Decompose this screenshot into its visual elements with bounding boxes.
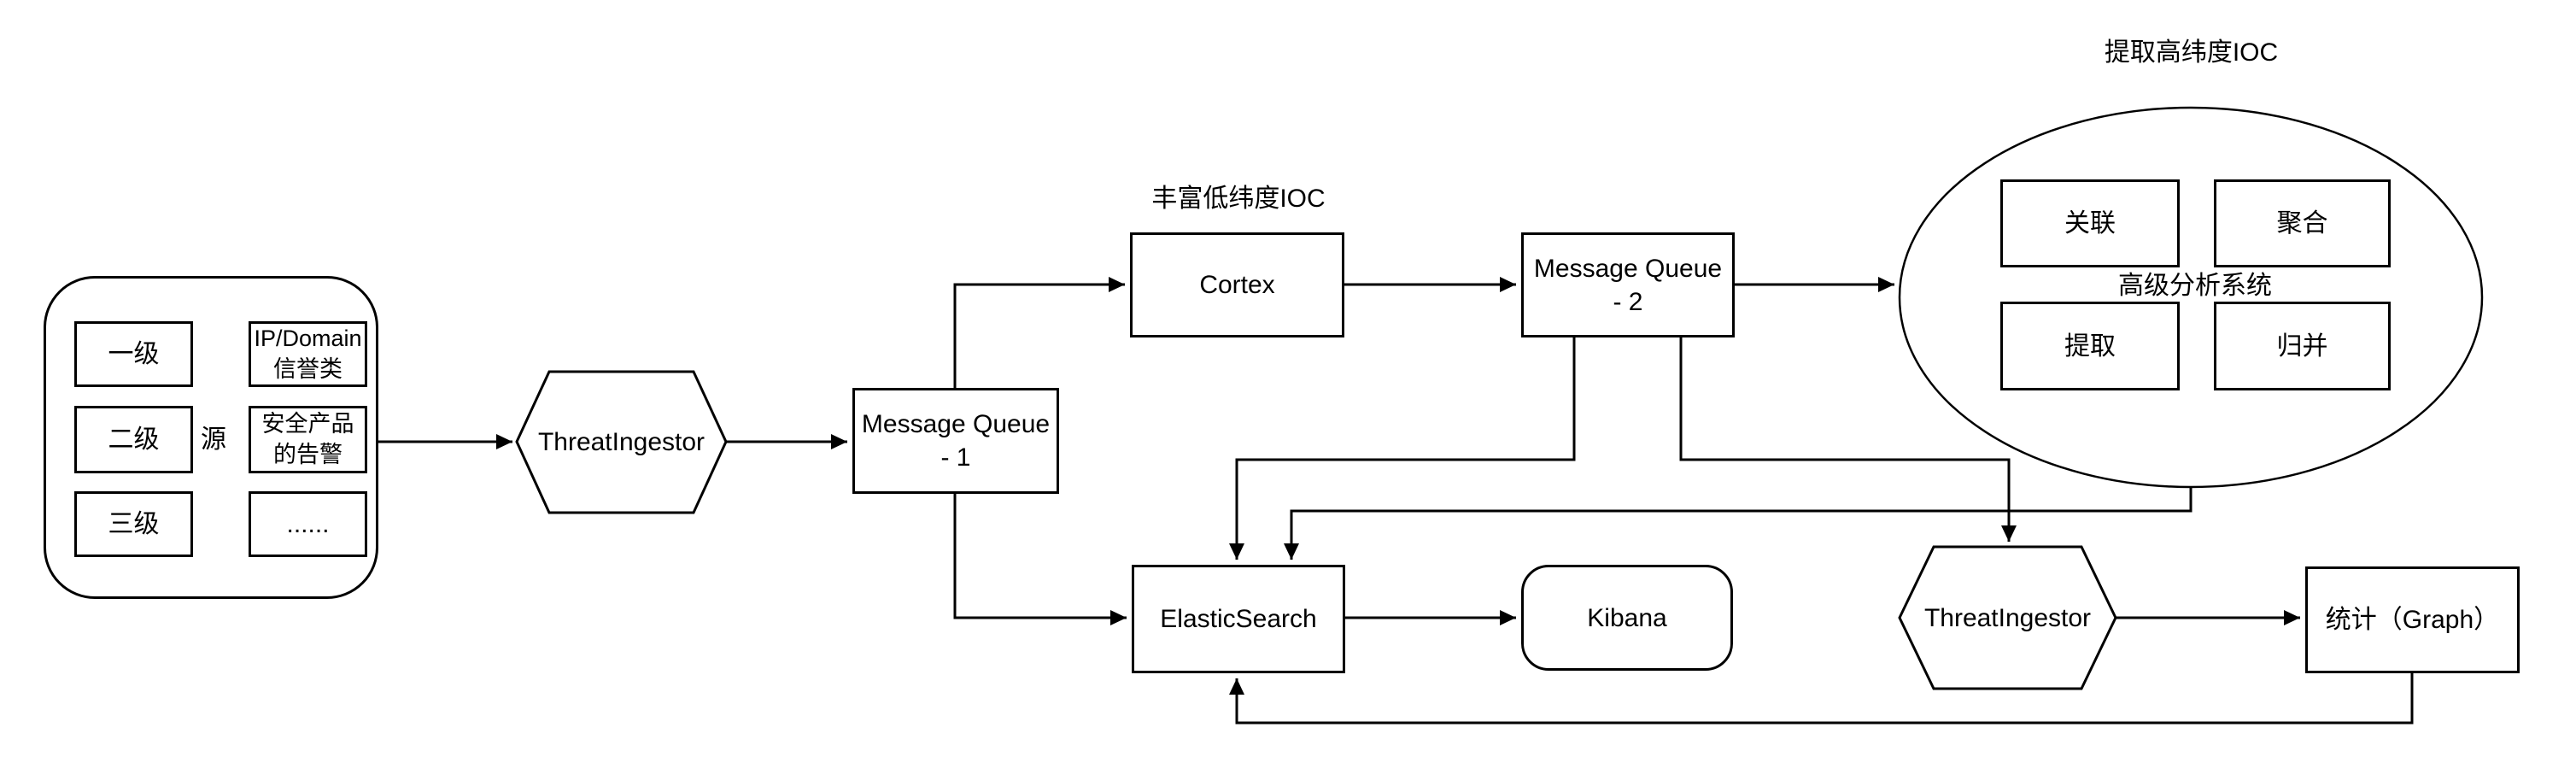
- edge-cluster-to-elasticsearch: [1284, 487, 2193, 560]
- message-queue-2-box: Message Queue - 2: [1521, 232, 1735, 337]
- analysis-system-label: 高级分析系统: [2118, 271, 2272, 300]
- message-queue-1-box: Message Queue - 1: [852, 388, 1059, 494]
- source-level-1-box: 一级: [74, 321, 193, 387]
- cluster-extract-box: 提取: [2000, 302, 2180, 390]
- source-level-3-box: 三级: [74, 491, 193, 557]
- elasticsearch-box: ElasticSearch: [1132, 565, 1345, 673]
- source-type-ip-domain-box: IP/Domain 信誉类: [249, 321, 367, 387]
- cluster-merge-box: 归并: [2214, 302, 2391, 390]
- threat-ingestor-2-label: ThreatIngestor: [1923, 603, 2092, 632]
- source-type-ellipsis-box: ......: [249, 491, 367, 557]
- edge-mq2-to-ingestor2: [1679, 337, 2017, 542]
- source-type-security-alert-box: 安全产品 的告警: [249, 406, 367, 473]
- source-level-2-box: 二级: [74, 406, 193, 473]
- edge-stats-feedback-to-elasticsearch: [1229, 673, 2414, 725]
- stats-graph-box: 统计（Graph）: [2305, 566, 2520, 673]
- enrich-low-ioc-label: 丰富低纬度IOC: [1151, 184, 1326, 213]
- source-group-container: 一级 二级 三级 源 IP/Domain 信誉类 安全产品 的告警 ......: [44, 276, 378, 599]
- extract-high-ioc-label: 提取高纬度IOC: [2104, 38, 2279, 67]
- threat-ingestor-1-label: ThreatIngestor: [537, 428, 705, 456]
- edge-mq2-to-elasticsearch: [1229, 337, 1576, 560]
- cluster-correlate-box: 关联: [2000, 179, 2180, 267]
- source-center-label: 源: [201, 425, 226, 454]
- kibana-box: Kibana: [1521, 565, 1733, 671]
- cortex-box: Cortex: [1130, 232, 1344, 337]
- edge-mq1-to-cortex: [953, 277, 1125, 388]
- cluster-aggregate-box: 聚合: [2214, 179, 2391, 267]
- edge-mq1-to-elasticsearch: [953, 494, 1127, 625]
